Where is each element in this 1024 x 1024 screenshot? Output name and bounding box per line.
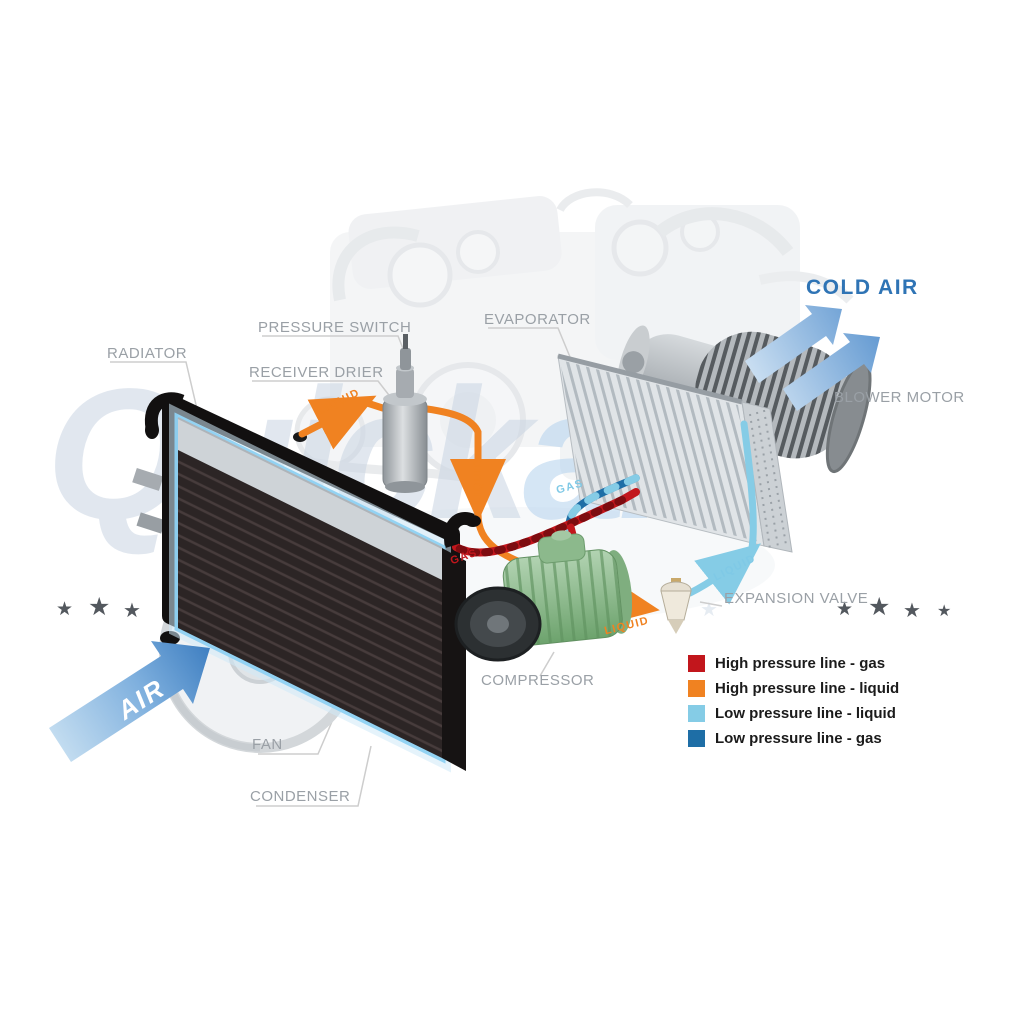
- watermark-star: ★: [123, 600, 141, 622]
- pipe-label-liquid-drier-down: LIQUID: [472, 458, 484, 504]
- label-compressor: COMPRESSOR: [481, 672, 595, 689]
- evaporator-core: [557, 353, 793, 553]
- legend: High pressure line - gas High pressure l…: [688, 655, 899, 747]
- label-pressure-switch: PRESSURE SWITCH: [258, 319, 412, 336]
- label-condenser: CONDENSER: [250, 788, 351, 805]
- watermark-star: ★: [56, 599, 74, 620]
- label-radiator: RADIATOR: [107, 345, 188, 362]
- watermark-star: ★: [868, 593, 891, 621]
- label-expansion-valve: EXPANSION VALVE: [724, 590, 869, 607]
- legend-label: High pressure line - liquid: [715, 680, 900, 697]
- watermark-star: ★: [836, 599, 854, 620]
- legend-label: Low pressure line - liquid: [715, 705, 896, 722]
- legend-item: Low pressure line - liquid: [688, 705, 899, 722]
- legend-swatch-low-pressure-liquid: [688, 705, 705, 722]
- compressor-pulley: [454, 586, 542, 662]
- pressure-switch-sensor: [400, 334, 411, 370]
- legend-swatch-low-pressure-gas: [688, 730, 705, 747]
- receiver-drier-cylinder: [382, 334, 428, 493]
- cold-air-arrows: [745, 305, 880, 411]
- label-receiver-drier: RECEIVER DRIER: [249, 364, 384, 381]
- watermark-star: ★: [88, 593, 111, 621]
- legend-label: Low pressure line - gas: [715, 730, 882, 747]
- compressor-unit: [454, 530, 633, 662]
- legend-item: High pressure line - liquid: [688, 680, 899, 697]
- watermark-star: ★: [937, 603, 952, 620]
- watermark-star: ★: [903, 600, 921, 622]
- label-evaporator: EVAPORATOR: [484, 311, 591, 328]
- label-blower-motor: BLOWER MOTOR: [834, 389, 965, 406]
- legend-label: High pressure line - gas: [715, 655, 886, 672]
- legend-swatch-high-pressure-gas: [688, 655, 705, 672]
- legend-item: Low pressure line - gas: [688, 730, 899, 747]
- expansion-valve-body: [660, 578, 692, 634]
- condenser-panel: [169, 403, 466, 773]
- legend-item: High pressure line - gas: [688, 655, 899, 672]
- air-intake-arrow: [49, 641, 210, 762]
- label-cold-air: COLD AIR: [806, 276, 919, 299]
- pipe-low-pressure-liquid: [686, 420, 761, 605]
- condenser-outlet-fitting: [444, 512, 481, 548]
- legend-swatch-high-pressure-liquid: [688, 680, 705, 697]
- label-fan: FAN: [252, 736, 283, 753]
